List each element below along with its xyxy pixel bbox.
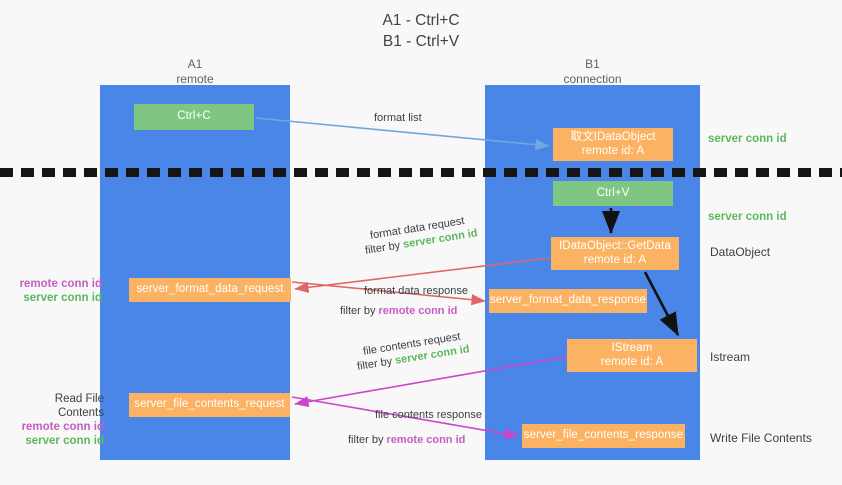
- node-server-file-contents-request[interactable]: server_file_contents_request: [129, 393, 290, 417]
- annotation-read-file-contents: Read File Contents: [54, 393, 104, 419]
- node-istream[interactable]: IStream remote id: A: [567, 339, 697, 372]
- lane-header-a1: A1 remote: [100, 57, 290, 86]
- edge-label-file-contents-response: file contents response: [375, 408, 482, 422]
- node-idataobject-getdata[interactable]: IDataObject::GetData remote id: A: [551, 237, 679, 270]
- node-format-data-response-label: server_format_data_response: [489, 294, 647, 307]
- node-server-format-data-response[interactable]: server_format_data_response: [489, 289, 647, 313]
- node-idataobject-label: 取文IDataObject: [570, 131, 656, 143]
- lane-a1-name: A1: [187, 57, 203, 71]
- node-ctrl-v-label: Ctrl+V: [596, 186, 630, 199]
- edge-label-file-contents-response-filter: filter by remote conn id: [348, 433, 465, 447]
- phase-divider: [0, 168, 842, 177]
- title-line-2: B1 - Ctrl+V: [382, 33, 460, 50]
- node-istream-label: IStream: [611, 342, 653, 354]
- annotation-read-file-contents-block: Read File Contents remote conn id server…: [8, 392, 104, 448]
- annotation-remote-conn-id-2: remote conn id: [21, 421, 104, 433]
- annotation-server-conn-id-2: server conn id: [25, 435, 104, 447]
- node-ctrl-c[interactable]: Ctrl+C: [134, 104, 254, 130]
- edge-label-format-data-response-text: format data response: [364, 285, 468, 297]
- annotation-write-file-contents: Write File Contents: [710, 431, 812, 445]
- filter-prefix: filter by: [348, 434, 387, 446]
- annotation-conn-ids-upper: remote conn id server conn id: [10, 277, 102, 305]
- node-server-file-contents-response[interactable]: server_file_contents_response: [522, 424, 685, 448]
- node-ctrl-c-label: Ctrl+C: [177, 110, 211, 123]
- edge-label-format-data-response-filter: filter by remote conn id: [340, 304, 457, 318]
- edge-label-file-contents-response-text: file contents response: [375, 409, 483, 421]
- node-file-contents-response-label: server_file_contents_response: [523, 429, 684, 442]
- lane-header-b1: B1 connection: [485, 57, 700, 86]
- lane-a1-role: remote: [176, 71, 214, 86]
- node-getdata-label: IDataObject::GetData: [559, 240, 671, 252]
- annotation-server-conn-id-1: server conn id: [23, 292, 102, 304]
- annotation-server-conn-id-top: server conn id: [708, 133, 787, 145]
- node-format-data-request-label: server_format_data_request: [136, 283, 284, 296]
- node-file-contents-request-label: server_file_contents_request: [134, 398, 285, 411]
- annotation-server-conn-id-mid: server conn id: [708, 211, 787, 223]
- annotation-istream: Istream: [710, 350, 751, 364]
- edge-label-format-data-response: format data response: [364, 284, 468, 298]
- filter-key-remote-conn-id: remote conn id: [386, 434, 466, 446]
- node-idataobject[interactable]: 取文IDataObject remote id: A: [553, 128, 673, 161]
- node-getdata-sub: remote id: A: [583, 253, 647, 266]
- lane-b1-role: connection: [563, 71, 622, 86]
- lane-b1-name: B1: [585, 57, 600, 71]
- node-ctrl-v[interactable]: Ctrl+V: [553, 181, 673, 206]
- edge-label-format-list-text: format list: [374, 112, 422, 124]
- annotation-dataobject: DataObject: [710, 245, 771, 259]
- node-server-format-data-request[interactable]: server_format_data_request: [129, 278, 291, 302]
- filter-prefix: filter by: [340, 305, 379, 317]
- edge-label-format-list: format list: [374, 111, 422, 125]
- node-istream-sub: remote id: A: [600, 355, 664, 368]
- node-idataobject-sub: remote id: A: [581, 144, 645, 157]
- filter-key-remote-conn-id: remote conn id: [378, 305, 458, 317]
- title-line-1: A1 - Ctrl+C: [382, 12, 460, 29]
- diagram-title: A1 - Ctrl+C B1 - Ctrl+V: [0, 10, 842, 52]
- annotation-remote-conn-id-1: remote conn id: [19, 278, 102, 290]
